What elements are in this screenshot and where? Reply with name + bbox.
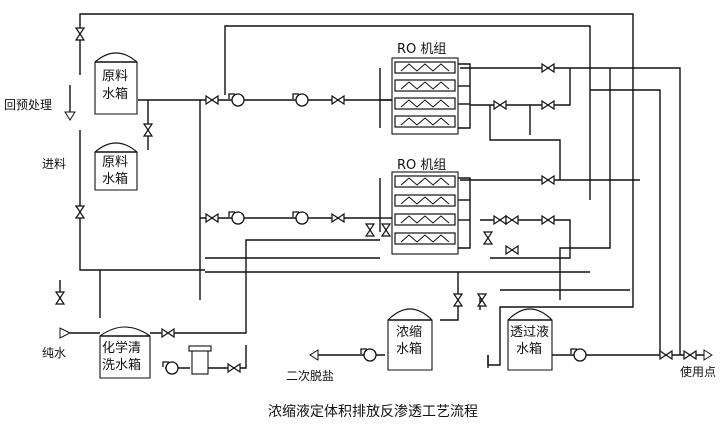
svg-text:水箱: 水箱 — [102, 171, 128, 187]
raw-water-tank-1: 原料 水箱 — [94, 52, 138, 115]
ro-unit-lower — [391, 171, 471, 255]
filter-cap — [188, 345, 212, 352]
feed-label: 进料 — [42, 157, 66, 171]
svg-text:水箱: 水箱 — [396, 341, 422, 357]
svg-text:水箱: 水箱 — [102, 86, 128, 102]
ro-unit-lower-label: RO 机组 — [397, 158, 446, 173]
svg-text:洗水箱: 洗水箱 — [102, 357, 141, 373]
svg-text:水箱: 水箱 — [516, 341, 542, 357]
svg-text:原料: 原料 — [102, 69, 128, 84]
secondary-desalination-label: 二次脱盐 — [286, 368, 334, 383]
pure-water-label: 纯水 — [42, 346, 66, 360]
ro-unit-upper-label: RO 机组 — [397, 42, 446, 57]
flow-arrows — [59, 111, 713, 361]
pipe-network — [59, 13, 705, 369]
raw-water-tank-2: 原料 水箱 — [94, 142, 138, 191]
figure-caption: 浓缩液定体积排放反渗透工艺流程 — [268, 404, 478, 420]
return-pretreatment-label: 回预处理 — [4, 98, 52, 112]
cartridge-filter — [191, 349, 209, 375]
ro-unit-upper — [391, 57, 471, 135]
valves — [55, 27, 697, 373]
svg-text:化学清: 化学清 — [102, 340, 141, 356]
permeate-tank: 透过液 水箱 — [507, 308, 553, 371]
concentrate-tank: 浓缩 水箱 — [387, 308, 433, 371]
use-point-label: 使用点 — [680, 364, 716, 379]
svg-text:浓缩: 浓缩 — [396, 324, 422, 340]
svg-text:原料: 原料 — [102, 155, 128, 170]
svg-text:透过液: 透过液 — [510, 325, 549, 340]
chemical-cleaning-tank: 化学清 洗水箱 — [99, 326, 151, 379]
